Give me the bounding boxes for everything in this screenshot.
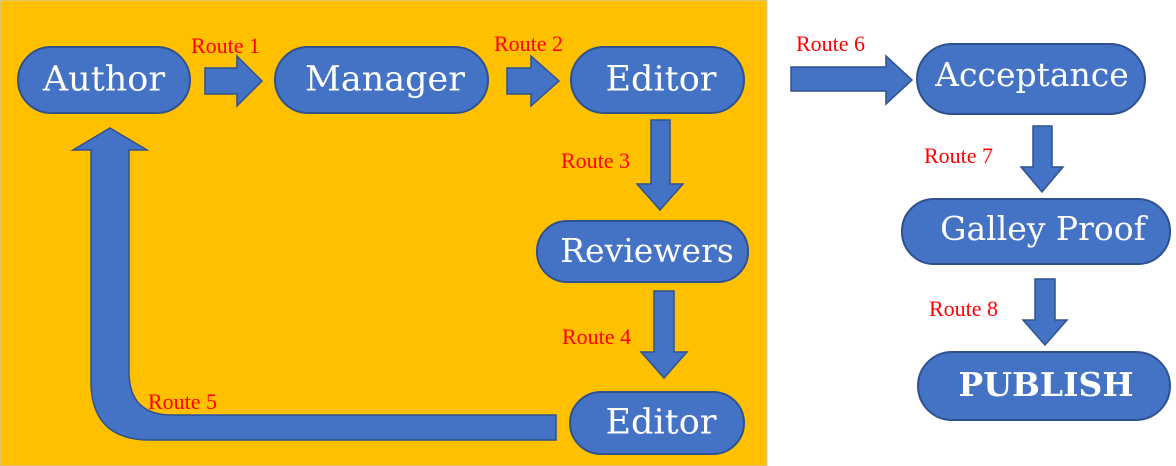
- route-5-arrow: [70, 127, 557, 441]
- editor-top-label: Editor: [605, 60, 716, 100]
- route-7-arrow: [1019, 125, 1065, 194]
- publish-label: PUBLISH: [958, 365, 1133, 404]
- route-6-label: Route 6: [796, 31, 865, 56]
- editor-bottom-node: Editor: [569, 391, 745, 455]
- route-8-label: Route 8: [929, 296, 998, 321]
- author-node: Author: [17, 46, 191, 114]
- route-2-label: Route 2: [494, 31, 563, 56]
- acceptance-node: Acceptance: [916, 43, 1146, 115]
- reviewers-node: Reviewers: [536, 220, 749, 283]
- route-3-arrow: [635, 119, 685, 212]
- route-4-arrow: [639, 290, 689, 380]
- galley-proof-node: Galley Proof: [901, 198, 1171, 265]
- route-7-label: Route 7: [924, 143, 993, 168]
- route-4-label: Route 4: [562, 324, 631, 349]
- route-5-label: Route 5: [148, 389, 217, 414]
- route-1-arrow: [204, 54, 264, 108]
- reviewers-label: Reviewers: [560, 231, 734, 270]
- publish-node: PUBLISH: [917, 351, 1171, 421]
- route-3-label: Route 3: [561, 148, 630, 173]
- manager-node: Manager: [274, 46, 489, 114]
- route-8-arrow: [1021, 278, 1069, 347]
- editor-top-node: Editor: [570, 46, 745, 114]
- acceptance-label: Acceptance: [934, 55, 1129, 94]
- route-2-arrow: [506, 54, 561, 108]
- galley-proof-label: Galley Proof: [940, 209, 1149, 248]
- author-label: Author: [42, 60, 165, 100]
- route-1-label: Route 1: [191, 33, 260, 58]
- route-6-arrow: [790, 54, 914, 106]
- manager-label: Manager: [305, 60, 465, 100]
- editor-bottom-label: Editor: [605, 403, 716, 443]
